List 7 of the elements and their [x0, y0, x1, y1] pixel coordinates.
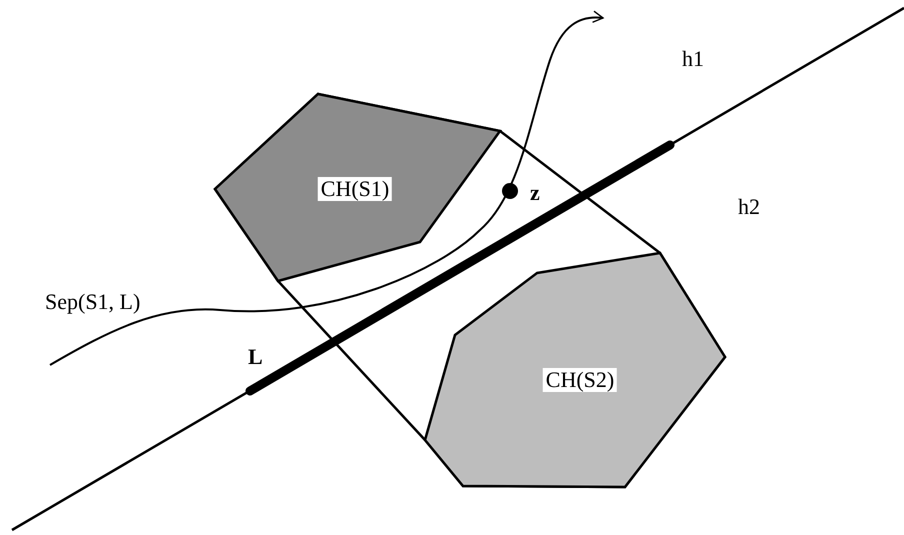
region-label: h2	[738, 196, 760, 218]
polygon-label: CH(S2)	[542, 368, 618, 392]
point-label: z	[530, 182, 540, 204]
polygon-label: CH(S1)	[318, 177, 392, 201]
curve-label: Sep(S1, L)	[45, 291, 140, 313]
line-label: L	[248, 346, 263, 368]
region-label: h1	[682, 48, 704, 70]
